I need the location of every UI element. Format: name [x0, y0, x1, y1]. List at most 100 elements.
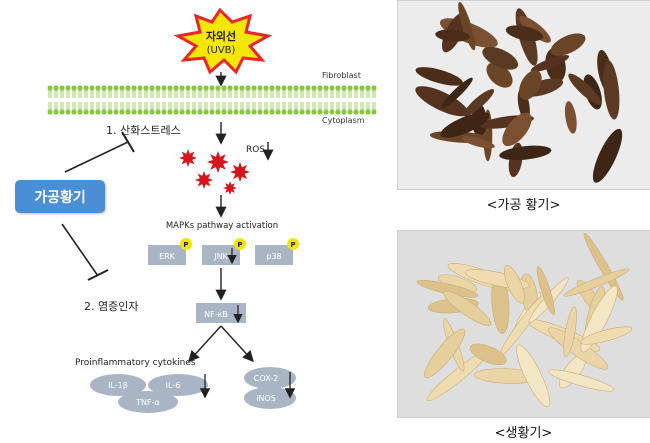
cell-membrane	[47, 85, 377, 115]
lipid-head	[197, 109, 203, 115]
ros-burst	[230, 162, 250, 182]
lipid-head	[149, 109, 155, 115]
fibroblast-label: Fibroblast	[322, 71, 361, 80]
lipid-head	[71, 109, 77, 115]
stimulus-label: 자외선	[206, 29, 236, 43]
processed-herb-slice	[603, 60, 620, 120]
lipid-head	[137, 109, 143, 115]
stimulus-sublabel: (UVB)	[207, 45, 236, 56]
raw-herb-slice	[469, 343, 507, 366]
lipid-head	[47, 85, 53, 91]
lipid-head	[59, 85, 65, 91]
lipid-head	[233, 85, 239, 91]
processed-herb-slice	[499, 145, 552, 161]
inhibition-to-step2	[61, 223, 99, 277]
lipid-head	[107, 109, 113, 115]
lipid-head	[65, 109, 71, 115]
lipid-head	[269, 85, 275, 91]
pathway-diagram: 자외선 (UVB) Fibroblast Cytoplasm 1. 산화스트레스…	[47, 7, 377, 413]
lipid-head	[335, 109, 341, 115]
kinase-p38-label: p38	[266, 252, 281, 261]
cytoplasm-label: Cytoplasm	[322, 116, 365, 125]
lipid-head	[77, 109, 83, 115]
lipid-head	[323, 109, 329, 115]
lipid-head	[311, 85, 317, 91]
inhibition-bar-step1	[121, 131, 135, 153]
arrow-nfkb-to-enzymes	[220, 325, 254, 363]
svg-text:P: P	[237, 241, 242, 249]
lipid-head	[287, 85, 293, 91]
lipid-head	[233, 109, 239, 115]
lipid-head	[293, 85, 299, 91]
lipid-head	[173, 109, 179, 115]
lipid-head	[299, 85, 305, 91]
lipid-head	[119, 85, 125, 91]
lipid-head	[251, 85, 257, 91]
phospho-badge-erk: P	[180, 238, 192, 250]
lipid-head	[347, 85, 353, 91]
lipid-head	[251, 109, 257, 115]
processed-herb-slice	[564, 101, 577, 134]
step2-label: 2. 염증인자	[84, 300, 138, 313]
lipid-head	[143, 109, 149, 115]
lipid-head	[269, 109, 275, 115]
processed-herb-slice	[530, 55, 570, 72]
lipid-head	[209, 85, 215, 91]
lipid-head	[95, 85, 101, 91]
lipid-head	[203, 85, 209, 91]
kinase-erk: ERK	[148, 245, 186, 265]
kinase-erk-label: ERK	[159, 252, 176, 261]
ros-cluster	[179, 149, 250, 195]
phospho-badge-p38: P	[287, 238, 299, 250]
svg-text:TNF-α: TNF-α	[135, 398, 160, 407]
processed-herb-slice	[505, 25, 544, 42]
processed-herb-slice	[592, 128, 623, 183]
lipid-head	[119, 109, 125, 115]
lipid-head	[59, 109, 65, 115]
ros-burst	[179, 149, 197, 167]
ros-burst	[207, 151, 229, 173]
lipid-head	[227, 109, 233, 115]
inhibition-bar-step2	[87, 269, 109, 281]
lipid-head	[65, 85, 71, 91]
lipid-head	[125, 85, 131, 91]
raw-herb-slice	[579, 326, 633, 345]
lipid-head	[53, 109, 59, 115]
lipid-head	[107, 85, 113, 91]
raw-herb-illustration	[416, 232, 633, 407]
lipid-head	[239, 109, 245, 115]
lipid-head	[305, 109, 311, 115]
lipid-head	[221, 109, 227, 115]
processed-herb-slice	[435, 29, 470, 42]
processed-herb-label: 가공황기	[34, 189, 86, 206]
processed-herb-slice	[458, 1, 476, 51]
lipid-head	[305, 85, 311, 91]
lipid-head	[329, 85, 335, 91]
lipid-head	[77, 85, 83, 91]
processed-herb-slice	[502, 112, 532, 147]
processed-herb-slice	[463, 89, 495, 117]
raw-herb-photo	[397, 230, 650, 418]
lipid-head	[155, 85, 161, 91]
cytokine-il6: IL-6	[148, 374, 208, 396]
lipid-head	[281, 109, 287, 115]
enzyme-inos: iNOS	[244, 387, 296, 409]
lipid-head	[341, 109, 347, 115]
raw-herb-slice	[563, 306, 577, 358]
lipid-head	[371, 109, 377, 115]
lipid-head	[275, 109, 281, 115]
svg-text:IL-1β: IL-1β	[108, 381, 128, 390]
lipid-head	[209, 109, 215, 115]
lipid-head	[113, 109, 119, 115]
lipid-head	[257, 85, 263, 91]
lipid-head	[101, 109, 107, 115]
lipid-head	[161, 85, 167, 91]
lipid-head	[131, 109, 137, 115]
processed-herb-slice	[550, 33, 586, 56]
lipid-head	[311, 109, 317, 115]
lipid-head	[299, 109, 305, 115]
step1-label: 1. 산화스트레스	[106, 124, 181, 137]
nfkb-label: NF-κB	[204, 310, 228, 319]
svg-text:P: P	[290, 241, 295, 249]
lipid-head	[113, 85, 119, 91]
